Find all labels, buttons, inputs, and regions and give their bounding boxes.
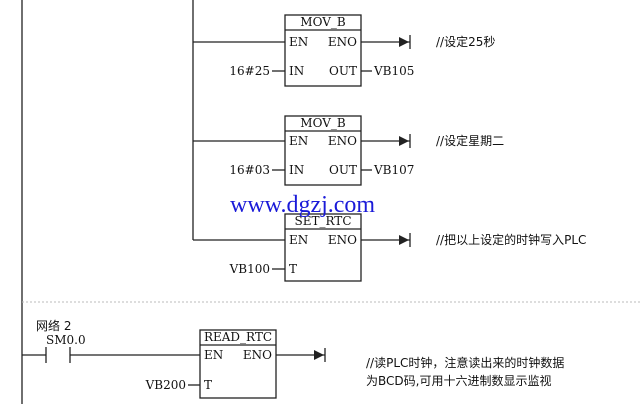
- coil-arrow: [314, 350, 324, 360]
- coil-arrow: [399, 235, 409, 245]
- en-label: EN: [289, 134, 308, 148]
- comment-line-1: //读PLC时钟，注意读出来的时钟数据: [366, 355, 564, 370]
- normally-open-contact: [22, 347, 200, 363]
- block-box: [284, 213, 362, 282]
- comment: //设定星期二: [436, 133, 504, 148]
- en-label: EN: [204, 348, 223, 362]
- block-title: SET_RTC: [295, 214, 352, 228]
- out-label: OUT: [329, 163, 357, 177]
- network-label: 网络 2: [36, 318, 71, 333]
- contact-address: SM0.0: [46, 333, 86, 347]
- coil-arrow: [399, 136, 409, 146]
- in-label: IN: [289, 163, 304, 177]
- in-value: 16#03: [229, 163, 270, 177]
- in-label: IN: [289, 64, 304, 78]
- block-title: MOV_B: [300, 15, 346, 29]
- comment: //把以上设定的时钟写入PLC: [436, 232, 586, 247]
- block-box: [284, 115, 362, 186]
- out-value: VB107: [373, 163, 414, 177]
- in-value: 16#25: [229, 64, 270, 78]
- out-value: VB105: [373, 64, 414, 78]
- en-label: EN: [289, 35, 308, 49]
- block-title: MOV_B: [300, 116, 346, 130]
- coil-arrow: [399, 37, 409, 47]
- mov-b-block-1: MOV_B EN ENO //设定25秒 16#25 IN OUT VB105: [193, 14, 495, 87]
- comment: //设定25秒: [436, 34, 495, 49]
- t-label: T: [204, 378, 212, 392]
- t-label: T: [289, 262, 297, 276]
- comment-line-2: 为BCD码,可用十六进制数显示监视: [366, 373, 551, 388]
- eno-label: ENO: [328, 233, 357, 247]
- block-box: [199, 329, 277, 399]
- block-box: [284, 14, 362, 87]
- t-value: VB100: [229, 262, 270, 276]
- set-rtc-block: SET_RTC EN ENO //把以上设定的时钟写入PLC VB100 T: [193, 213, 586, 282]
- mov-b-block-2: MOV_B EN ENO //设定星期二 16#03 IN OUT VB107: [193, 115, 504, 186]
- t-value: VB200: [145, 378, 186, 392]
- en-label: EN: [289, 233, 308, 247]
- block-title: READ_RTC: [204, 330, 272, 344]
- out-label: OUT: [329, 64, 357, 78]
- eno-label: ENO: [328, 134, 357, 148]
- eno-label: ENO: [328, 35, 357, 49]
- eno-label: ENO: [243, 348, 272, 362]
- watermark: www.dgzj.com: [230, 192, 375, 218]
- network-2: 网络 2 SM0.0 READ_RTC EN ENO //读PLC时钟，注意读出…: [22, 318, 564, 399]
